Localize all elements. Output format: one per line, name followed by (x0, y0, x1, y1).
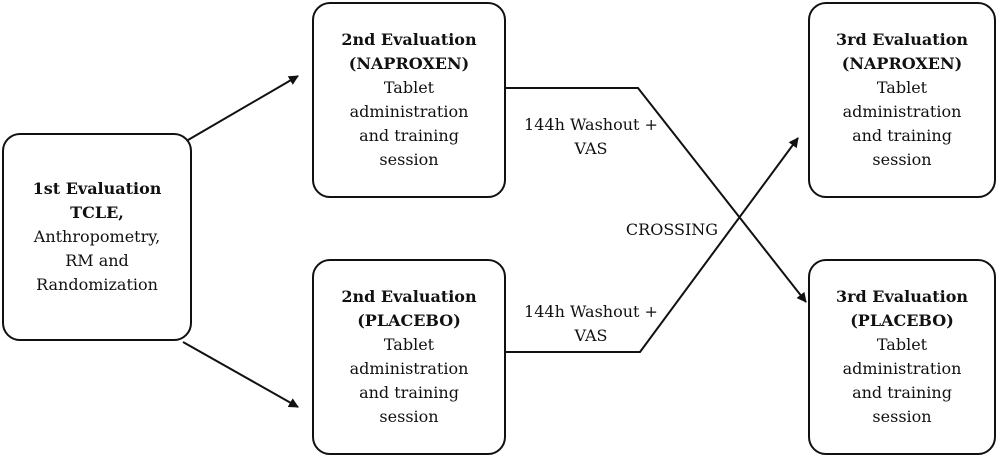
node-line: Tablet (383, 335, 435, 354)
node-line: administration (349, 359, 469, 378)
node-line: session (379, 150, 439, 169)
edge-label-washout-top: 144h Washout + VAS (508, 113, 674, 161)
node-third-placebo: 3rd Evaluation (PLACEBO) Tablet administ… (808, 259, 996, 455)
edge-label-line: VAS (574, 139, 608, 158)
edge-label-line: 144h Washout + (524, 302, 658, 321)
node-line: Tablet (876, 78, 928, 97)
node-line: administration (842, 102, 962, 121)
node-line: Anthropometry, (33, 227, 161, 246)
node-line: and training (852, 126, 952, 145)
edge-label-line: 144h Washout + (524, 115, 658, 134)
node-second-placebo: 2nd Evaluation (PLACEBO) Tablet administ… (312, 259, 506, 455)
node-drug: (NAPROXEN) (348, 54, 470, 73)
node-line: session (379, 407, 439, 426)
edge-label-crossing: CROSSING (612, 218, 732, 242)
edge-label-line: CROSSING (625, 220, 719, 239)
arrow-naproxen-to-third-placebo (506, 87, 807, 303)
node-line: administration (349, 102, 469, 121)
node-drug: (PLACEBO) (357, 311, 461, 330)
node-line: session (872, 407, 932, 426)
arrow-first-to-second-naproxen (187, 75, 299, 141)
node-second-naproxen: 2nd Evaluation (NAPROXEN) Tablet adminis… (312, 2, 506, 198)
node-third-naproxen: 3rd Evaluation (NAPROXEN) Tablet adminis… (808, 2, 996, 198)
node-first-evaluation: 1st Evaluation TCLE, Anthropometry, RM a… (2, 133, 192, 341)
node-line: RM and (65, 251, 129, 270)
node-line: and training (359, 383, 459, 402)
node-title: 2nd Evaluation (341, 287, 477, 306)
arrow-first-to-second-placebo (182, 341, 299, 408)
node-line: and training (359, 126, 459, 145)
node-title: 2nd Evaluation (341, 30, 477, 49)
node-line: Randomization (36, 275, 158, 294)
edge-label-line: VAS (574, 326, 608, 345)
node-line: Tablet (383, 78, 435, 97)
node-line: administration (842, 359, 962, 378)
edge-label-washout-bottom: 144h Washout + VAS (508, 300, 674, 348)
node-title: 3rd Evaluation (835, 287, 969, 306)
node-drug: (PLACEBO) (850, 311, 954, 330)
node-title: 3rd Evaluation (835, 30, 969, 49)
node-line: Tablet (876, 335, 928, 354)
node-drug: (NAPROXEN) (841, 54, 963, 73)
arrow-placebo-to-third-naproxen (506, 137, 799, 353)
node-line: session (872, 150, 932, 169)
node-subtitle: TCLE, (70, 203, 124, 222)
node-title: 1st Evaluation (32, 179, 162, 198)
node-line: and training (852, 383, 952, 402)
